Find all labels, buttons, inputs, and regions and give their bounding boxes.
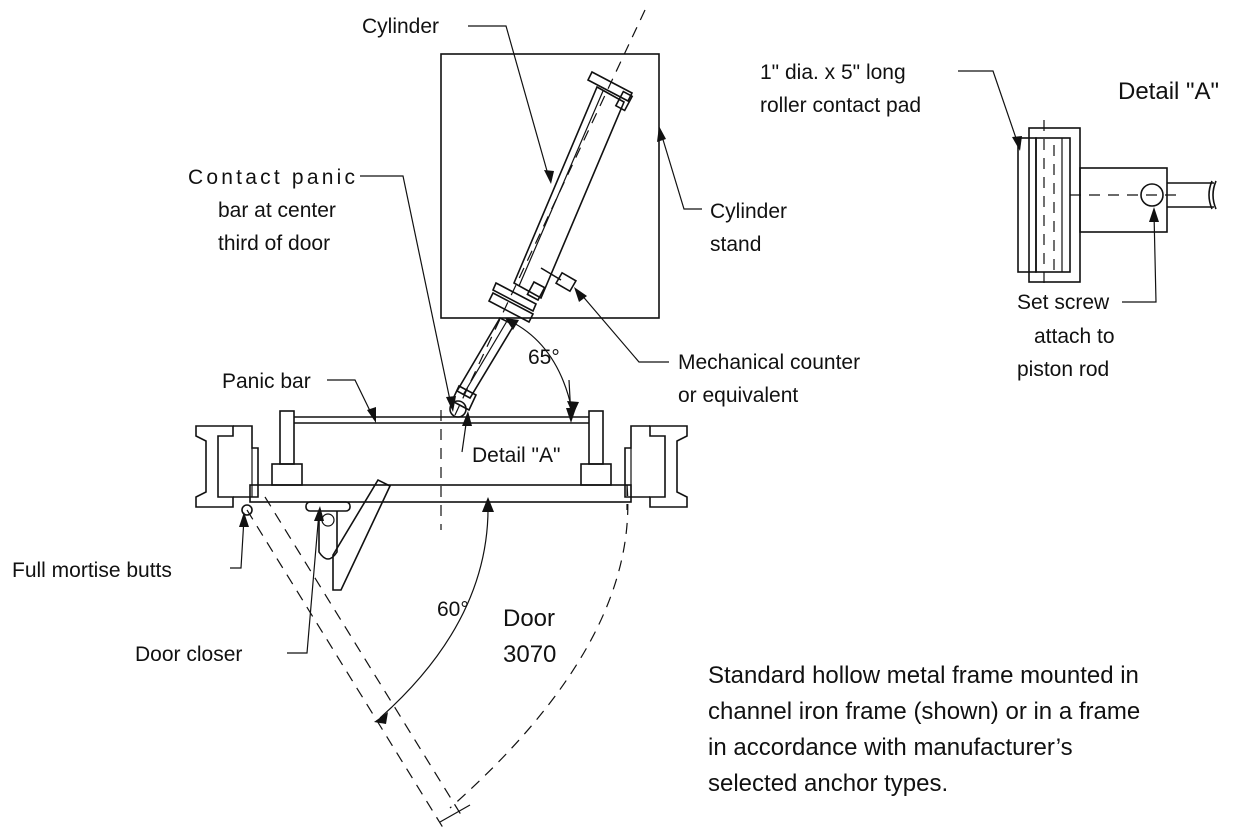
label-door-closer: Door closer xyxy=(135,643,242,666)
label-detail-a-small: Detail "A" xyxy=(472,444,560,467)
label-panic-bar: Panic bar xyxy=(222,370,311,393)
swing-arc xyxy=(449,484,629,809)
note-line: in accordance with manufacturer’s xyxy=(708,734,1073,761)
label-cylinder-stand-1: Cylinder xyxy=(710,200,787,223)
cylinder-stand xyxy=(440,53,660,319)
label-contact-2: bar at center xyxy=(218,199,336,222)
door-frame-right xyxy=(624,425,688,508)
label-pad-1: 1" dia. x 5" long xyxy=(760,61,906,84)
label-mortise: Full mortise butts xyxy=(12,559,172,582)
label-set-screw-3: piston rod xyxy=(1017,358,1109,381)
label-counter-1: Mechanical counter xyxy=(678,351,860,374)
label-angle-60: 60° xyxy=(437,598,469,621)
label-set-screw-2: attach to xyxy=(1034,325,1115,348)
door-frame-left xyxy=(195,425,259,508)
air-cylinder xyxy=(449,70,634,418)
label-cylinder-stand-2: stand xyxy=(710,233,761,256)
door-open-position xyxy=(246,496,471,831)
label-detail-a-title: Detail "A" xyxy=(1118,78,1219,105)
label-counter-2: or equivalent xyxy=(678,384,798,407)
label-set-screw-1: Set screw xyxy=(1017,291,1110,314)
note-line: selected anchor types. xyxy=(708,770,948,797)
door-closer xyxy=(305,478,392,591)
note-line: channel iron frame (shown) or in a frame xyxy=(708,698,1140,725)
label-cylinder: Cylinder xyxy=(362,15,439,38)
angle-65-arc xyxy=(509,320,573,411)
note-line: Standard hollow metal frame mounted in xyxy=(708,662,1139,689)
label-pad-2: roller contact pad xyxy=(760,94,921,117)
label-contact-3: third of door xyxy=(218,232,330,255)
angle-60-arc xyxy=(379,503,489,719)
frame-note: Standard hollow metal frame mounted in c… xyxy=(708,662,1140,797)
label-door-1: Door xyxy=(503,605,555,632)
label-contact-1: Contact panic xyxy=(188,166,355,189)
label-angle-65: 65° xyxy=(528,346,560,369)
door-leaf xyxy=(249,484,632,503)
hinge xyxy=(241,504,253,516)
detail-a xyxy=(1017,120,1217,290)
label-door-2: 3070 xyxy=(503,641,556,668)
